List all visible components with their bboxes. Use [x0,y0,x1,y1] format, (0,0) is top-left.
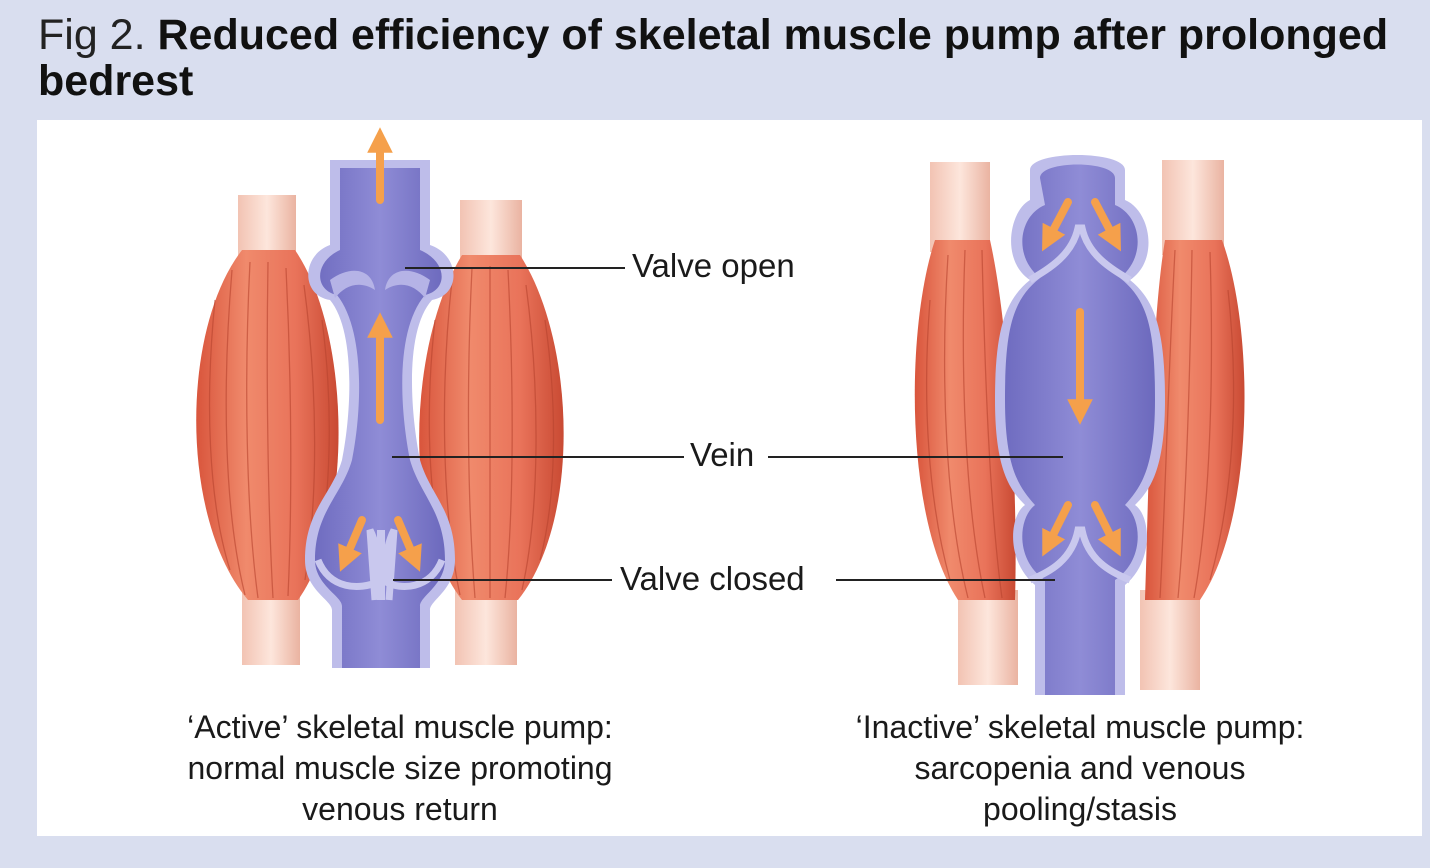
caption-active-line-3: venous return [130,789,670,830]
label-valve-open: Valve open [632,247,795,285]
caption-inactive-line-1: ‘Inactive’ skeletal muscle pump: [800,707,1360,748]
caption-active: ‘Active’ skeletal muscle pump: normal mu… [130,707,670,830]
label-vein: Vein [690,436,754,474]
label-valve-closed: Valve closed [620,560,805,598]
caption-inactive-line-2: sarcopenia and venous [800,748,1360,789]
caption-active-line-2: normal muscle size promoting [130,748,670,789]
vein-inactive [995,155,1165,695]
caption-active-line-1: ‘Active’ skeletal muscle pump: [130,707,670,748]
caption-inactive: ‘Inactive’ skeletal muscle pump: sarcope… [800,707,1360,830]
caption-inactive-line-3: pooling/stasis [800,789,1360,830]
